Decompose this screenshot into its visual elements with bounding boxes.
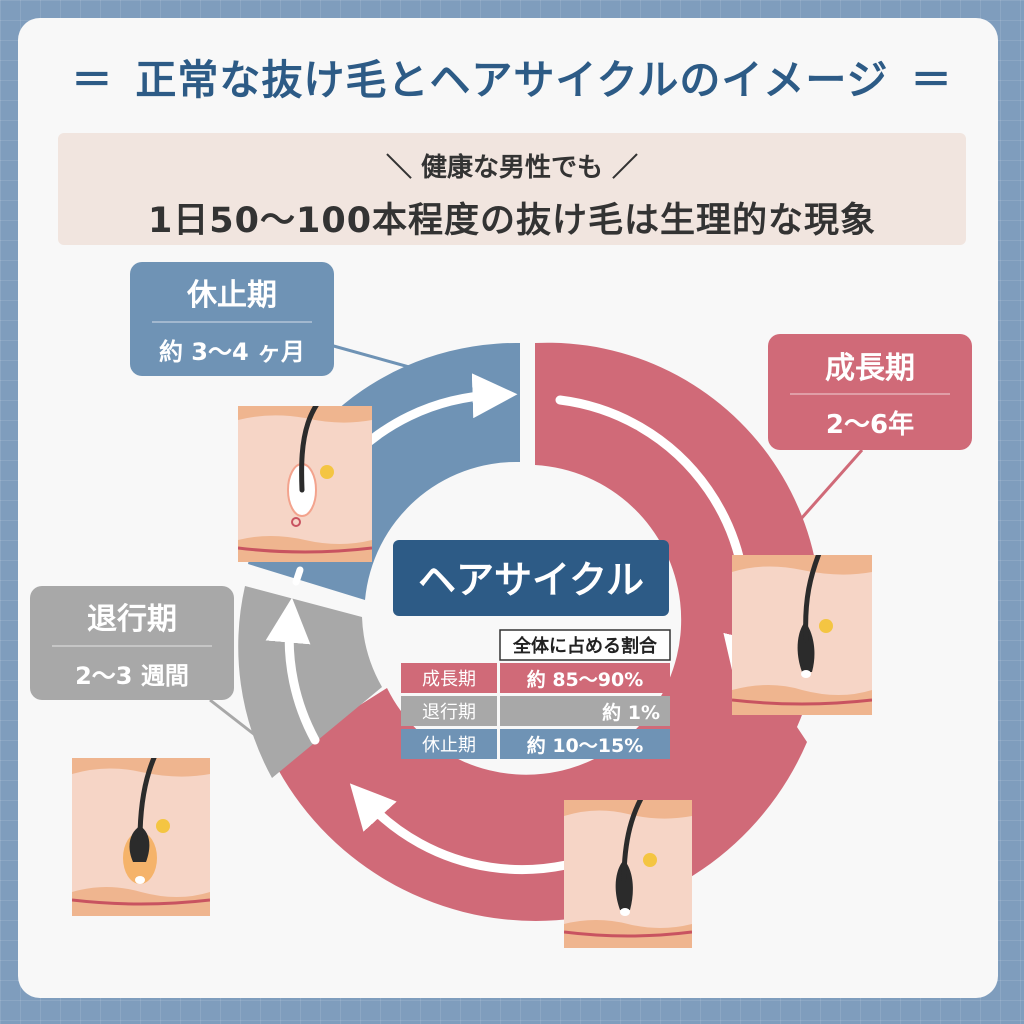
ratio-row-telogen-value: 約 10〜15%: [527, 734, 644, 757]
ratio-row-growth: 成長期 約 85〜90%: [401, 663, 670, 693]
ratio-table-header: 全体に占める割合: [512, 635, 658, 657]
title-text: 正常な抜け毛とヘアサイクルのイメージ: [135, 56, 889, 104]
telogen-connector: [329, 343, 421, 372]
arrow-catagen: [265, 597, 320, 745]
illustration-catagen: [72, 758, 210, 916]
illustration-growth-late: [564, 800, 692, 948]
banner-main-text: 1日50〜100本程度の抜け毛は生理的な現象: [147, 201, 877, 241]
ratio-row-catagen-phase: 退行期: [422, 702, 476, 723]
ratio-row-growth-value: 約 85〜90%: [527, 668, 644, 691]
title-mark-left: ＝: [71, 56, 114, 104]
page-title: ＝ 正常な抜け毛とヘアサイクルのイメージ ＝: [0, 46, 1024, 106]
illustration-telogen: [238, 406, 372, 562]
info-banner: ＼ 健康な男性でも ／ 1日50〜100本程度の抜け毛は生理的な現象: [58, 133, 966, 245]
ratio-row-catagen: 退行期 約 1%: [401, 696, 670, 726]
arrow-telogen-tail: [292, 566, 304, 586]
ratio-row-telogen-phase: 休止期: [422, 735, 476, 756]
ratio-table: 全体に占める割合 成長期 約 85〜90% 退行期 約 1% 休止期 約 10〜…: [401, 629, 671, 759]
telogen-name: 休止期: [186, 278, 277, 313]
banner-subtitle: ＼ 健康な男性でも ／: [385, 153, 639, 183]
ratio-row-telogen: 休止期 約 10〜15%: [401, 729, 670, 759]
label-growth: 成長期 2〜6年: [768, 334, 972, 450]
ratio-row-growth-phase: 成長期: [422, 669, 476, 690]
label-telogen: 休止期 約 3〜4 ヶ月: [130, 262, 334, 376]
growth-connector: [798, 449, 864, 521]
title-mark-right: ＝: [910, 56, 953, 104]
label-catagen: 退行期 2〜3 週間: [30, 586, 234, 700]
catagen-connector: [209, 698, 256, 737]
ring-segment-growth: [273, 342, 821, 921]
growth-duration: 2〜6年: [826, 409, 914, 440]
telogen-duration: 約 3〜4 ヶ月: [159, 338, 305, 366]
center-label: ヘアサイクル: [418, 558, 644, 602]
ratio-row-catagen-value: 約 1%: [602, 701, 660, 724]
illustration-growth: [732, 555, 872, 715]
center-label-box: ヘアサイクル: [393, 540, 669, 616]
catagen-name: 退行期: [87, 602, 177, 637]
growth-name: 成長期: [825, 351, 915, 386]
catagen-duration: 2〜3 週間: [75, 662, 189, 690]
